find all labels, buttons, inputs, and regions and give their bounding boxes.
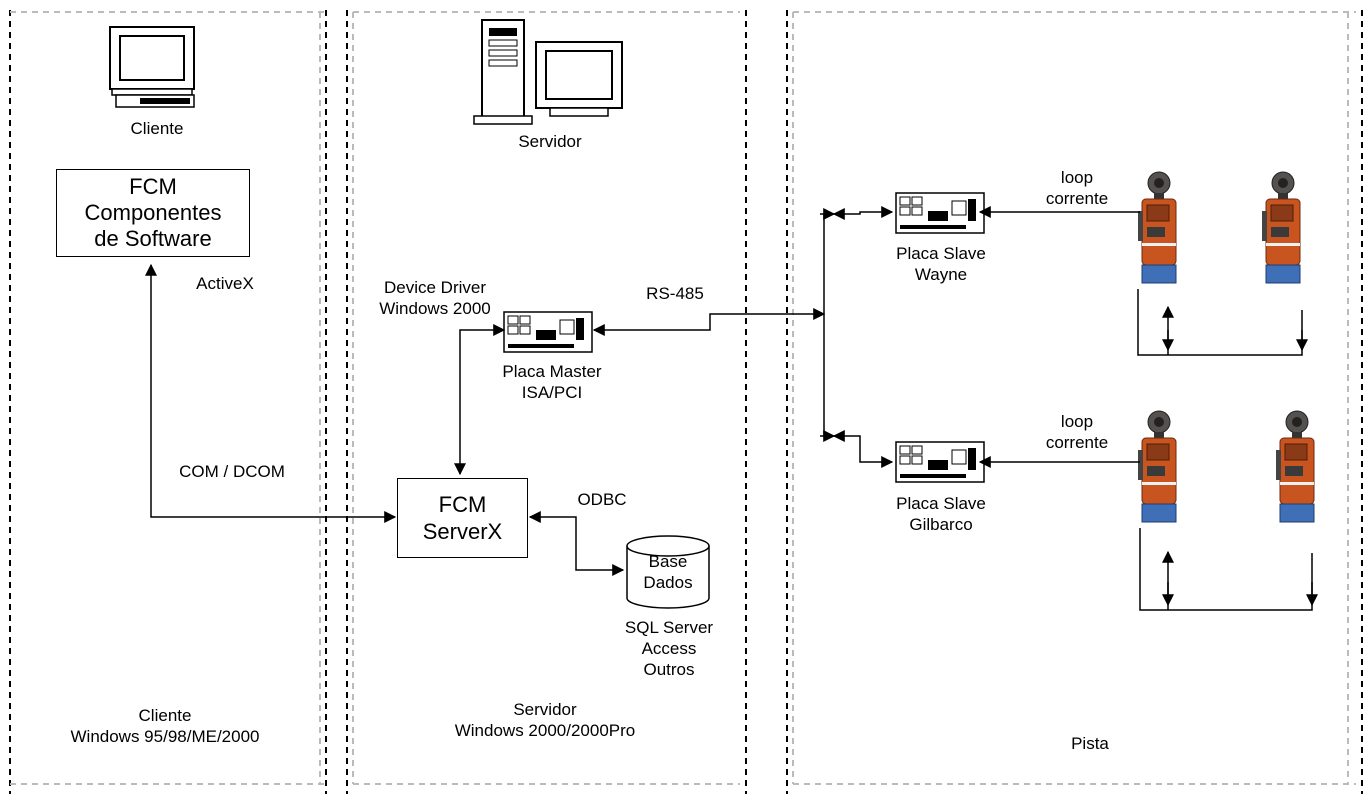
desktop-computer-icon: [109, 26, 195, 108]
fcm-components-label: FCM Componentes de Software: [84, 174, 222, 251]
db-types-label: SQL Server Access Outros: [624, 618, 714, 679]
fcm-components-box: FCM Componentes de Software: [56, 169, 250, 257]
zone-pista-border: [786, 10, 1363, 794]
slave-wayne-label: Placa Slave Wayne: [896, 244, 986, 284]
server-tower-computer-icon: [473, 19, 623, 125]
zone-cliente-border: [9, 10, 327, 794]
connector-rs485: [592, 206, 894, 468]
fuel-pump-icon: [1261, 171, 1301, 284]
fuel-pump-icon: [1275, 410, 1315, 523]
connector-com-dcom: [145, 263, 397, 523]
database-label: Base Dados: [643, 552, 693, 592]
connector-master-serverx: [454, 324, 506, 476]
zone-pista-title: Pista: [1071, 734, 1109, 753]
connector-loop-bottom: [978, 456, 1318, 611]
database-cylinder-icon: [626, 535, 710, 609]
connector-loop-top: [978, 206, 1308, 356]
fuel-pump-icon: [1137, 410, 1177, 523]
device-driver-label: Device Driver Windows 2000: [379, 278, 491, 318]
slave-gilbarco-label: Placa Slave Gilbarco: [896, 494, 986, 534]
connector-odbc: [528, 511, 625, 576]
odbc-label: ODBC: [577, 490, 627, 509]
placa-slave-wayne-card-icon: [895, 192, 985, 234]
rs485-label: RS-485: [646, 284, 704, 303]
com-dcom-label: COM / DCOM: [179, 462, 285, 481]
zone-servidor-border: [346, 10, 747, 794]
fcm-serverx-box: FCM ServerX: [397, 478, 528, 558]
servidor-icon-label: Servidor: [518, 132, 582, 151]
loop-corrente-bottom-label: loop corrente: [1045, 412, 1109, 452]
fuel-pump-icon: [1137, 171, 1177, 284]
loop-corrente-top-label: loop corrente: [1045, 168, 1109, 208]
placa-master-card-icon: [503, 311, 593, 353]
activex-label: ActiveX: [196, 274, 254, 293]
zone-servidor-title: Servidor Windows 2000/2000Pro: [454, 700, 636, 740]
placa-master-label: Placa Master ISA/PCI: [502, 362, 602, 402]
zone-cliente-title: Cliente Windows 95/98/ME/2000: [70, 706, 260, 746]
placa-slave-gilbarco-card-icon: [895, 441, 985, 483]
cliente-icon-label: Cliente: [130, 119, 184, 138]
fcm-serverx-label: FCM ServerX: [422, 492, 503, 544]
